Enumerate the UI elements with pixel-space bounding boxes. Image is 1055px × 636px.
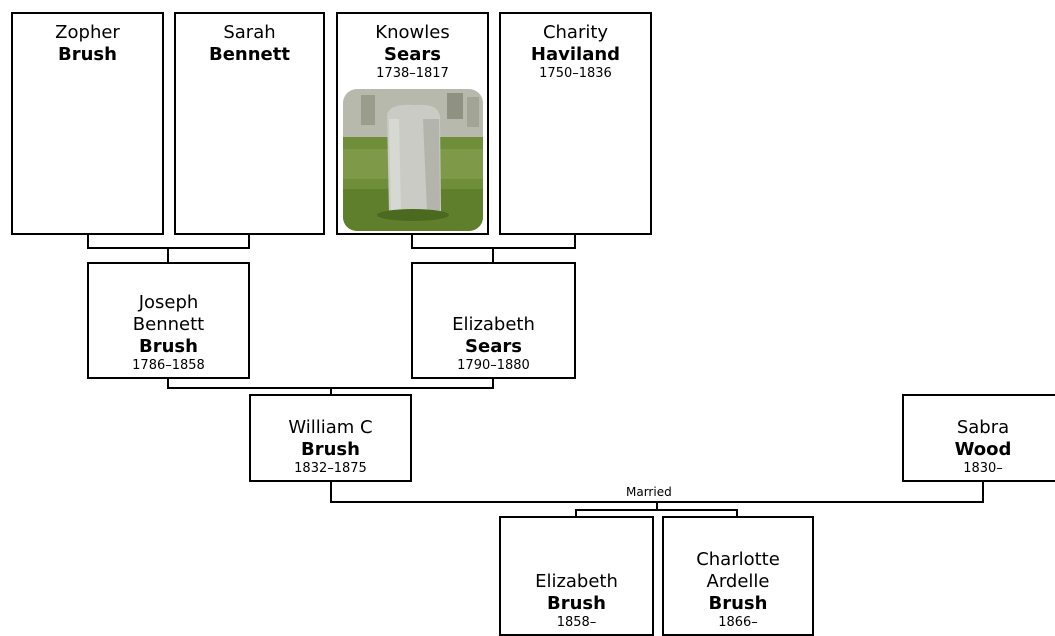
connector-elizabeth-s-down <box>492 379 494 388</box>
given-name: Charity <box>542 22 609 43</box>
gravestone-image <box>343 89 483 231</box>
given-name: Elizabeth <box>452 314 535 335</box>
connector-children-bar <box>575 509 738 511</box>
given-name-line2: Ardelle <box>706 571 770 592</box>
married-label: Married <box>623 485 675 499</box>
connector-sabra-down <box>982 482 984 502</box>
given-name-line2: Bennett <box>132 314 205 335</box>
life-dates: 1786–1858 <box>132 358 205 373</box>
person-card-elizabeth-brush[interactable]: Elizabeth Brush 1858– <box>499 516 654 636</box>
connector-sarah-down <box>248 235 250 248</box>
life-dates: 1750–1836 <box>539 66 612 81</box>
life-dates: 1866– <box>718 615 758 630</box>
surname: Bennett <box>209 44 290 65</box>
connector-joseph-down <box>167 379 169 388</box>
person-card-charity-haviland[interactable]: Charity Haviland 1750–1836 <box>499 12 652 235</box>
surname: Brush <box>58 44 117 65</box>
person-card-sarah-bennett[interactable]: Sarah Bennett <box>174 12 325 235</box>
gravestone-photo[interactable] <box>343 89 483 231</box>
surname: Brush <box>301 439 360 460</box>
surname: Haviland <box>530 44 621 65</box>
life-dates: 1790–1880 <box>457 358 530 373</box>
surname: Sears <box>465 336 522 357</box>
given-name: Sarah <box>223 22 276 43</box>
surname: Sears <box>384 44 441 65</box>
given-name-line1: Joseph <box>138 292 199 313</box>
connector-couple3-child <box>330 387 332 395</box>
surname: Brush <box>708 593 768 614</box>
given-name: Elizabeth <box>535 571 618 592</box>
person-card-joseph-bennett-brush[interactable]: Joseph Bennett Brush 1786–1858 <box>87 262 250 379</box>
person-card-zopher-brush[interactable]: Zopher Brush <box>11 12 164 235</box>
connector-couple2-child <box>492 247 494 262</box>
person-card-sabra-wood[interactable]: Sabra Wood 1830– <box>902 394 1055 482</box>
connector-couple1-child <box>167 247 169 262</box>
connector-marriage-child <box>656 501 658 510</box>
connector-knowles-down <box>411 235 413 248</box>
life-dates: 1830– <box>963 461 1003 476</box>
connector-william-down <box>330 482 332 502</box>
given-name-line1: Charlotte <box>696 549 780 570</box>
connector-child1-up <box>575 509 577 517</box>
life-dates: 1738–1817 <box>376 66 449 81</box>
surname: Brush <box>139 336 198 357</box>
surname: Brush <box>547 593 606 614</box>
given-name: Knowles <box>375 22 450 43</box>
life-dates: 1858– <box>556 615 597 630</box>
person-card-elizabeth-sears[interactable]: Elizabeth Sears 1790–1880 <box>411 262 576 379</box>
given-name: Zopher <box>55 22 120 43</box>
life-dates: 1832–1875 <box>294 461 367 476</box>
connector-charity-down <box>574 235 576 248</box>
connector-zopher-down <box>87 235 89 248</box>
person-card-william-c-brush[interactable]: William C Brush 1832–1875 <box>249 394 412 482</box>
given-name: William C <box>288 417 373 438</box>
given-name: Sabra <box>956 417 1010 438</box>
person-card-charlotte-ardelle-brush[interactable]: Charlotte Ardelle Brush 1866– <box>662 516 814 636</box>
connector-child2-up <box>736 509 738 517</box>
surname: Wood <box>954 439 1012 460</box>
